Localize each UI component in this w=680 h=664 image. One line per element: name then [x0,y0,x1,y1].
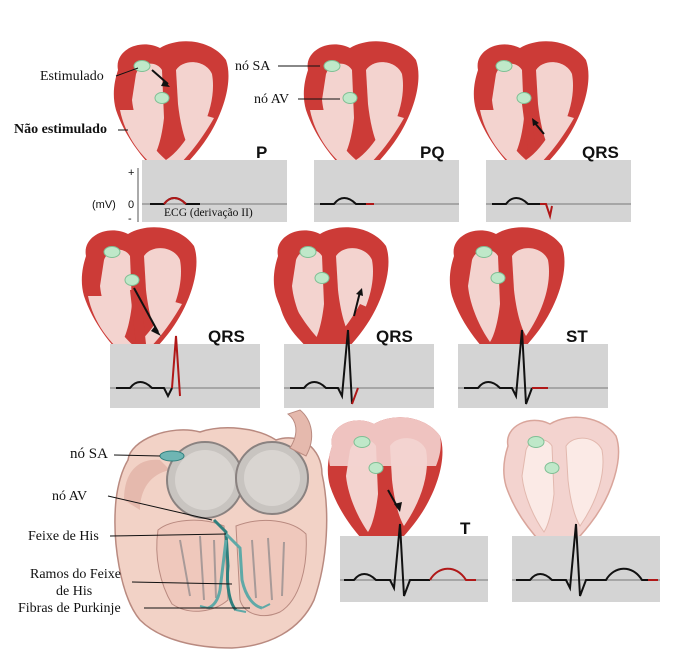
heart-stage-p [114,41,229,180]
label-no-sa: nó SA [235,59,271,74]
stage-title-pq: PQ [420,143,445,162]
ecg-panel-qrs-1 [486,160,631,222]
anatomy-label-ramos-2: de His [56,584,92,599]
stage-title-st: ST [566,327,588,346]
axis-plus: + [128,167,134,179]
stage-title-t: T [460,519,471,538]
anatomy-label-feixe-his: Feixe de His [28,529,99,544]
anatomy-label-ramos-1: Ramos do Feixe [30,567,121,582]
anatomy-label-no-av: nó AV [52,489,87,504]
axis-zero: 0 [128,199,134,211]
anatomy-heart [115,410,327,648]
anatomy-label-no-sa: nó SA [70,446,108,462]
heart-stage-qrs-1 [474,41,589,180]
ecg-panel-qrs-2 [110,336,260,408]
heart-stage-final [504,417,619,556]
ecg-lead-label: ECG (derivação II) [164,207,253,219]
ecg-panel-pq [314,160,459,222]
stage-title-qrs-1: QRS [582,143,619,162]
label-nao-estimulado: Não estimulado [14,122,107,137]
label-no-av: nó AV [254,92,289,107]
axis-unit: (mV) [92,199,116,211]
stage-title-qrs-3: QRS [376,327,413,346]
anatomy-label-purkinje: Fibras de Purkinje [18,601,121,616]
stage-title-p: P [256,143,267,162]
axis-minus: - [128,213,132,225]
heart-stage-t [328,417,443,556]
heart-stage-pq [304,41,419,180]
label-estimulado: Estimulado [40,69,104,84]
stage-title-qrs-2: QRS [208,327,245,346]
